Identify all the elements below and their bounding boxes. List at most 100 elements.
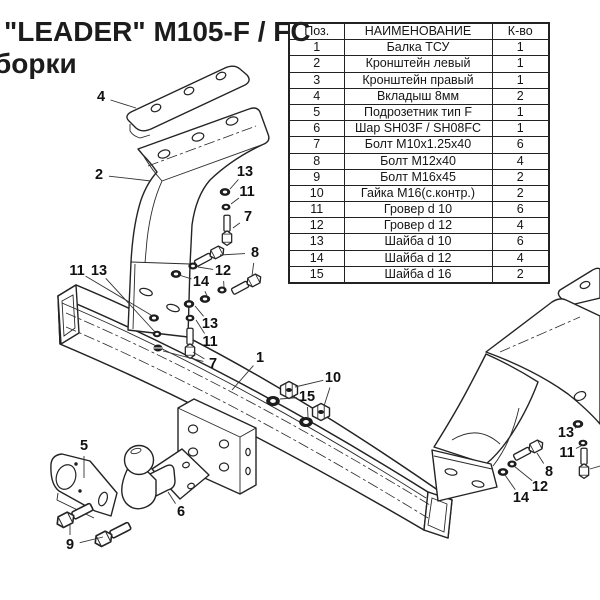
table-cell: Болт М16х45 xyxy=(343,168,493,186)
table-cell: 2 xyxy=(491,87,550,105)
callout-leader xyxy=(307,406,309,418)
table-cell: 6 xyxy=(491,201,550,219)
callout-label: 4 xyxy=(97,89,105,105)
callout-label: 13 xyxy=(202,316,218,332)
fasteners xyxy=(53,188,600,550)
callout-label: 11 xyxy=(202,334,217,350)
table-cell: 8 xyxy=(288,152,345,170)
callout-label: 1 xyxy=(256,350,264,366)
callout-label: 14 xyxy=(513,490,529,506)
callout-leader xyxy=(194,305,204,317)
doc-title-line2: борки xyxy=(0,48,77,80)
table-cell: Вкладыш 8мм xyxy=(343,87,493,105)
callout-label: 8 xyxy=(251,245,259,261)
table-cell: 13 xyxy=(288,233,345,251)
table-cell: Шайба d 10 xyxy=(343,233,493,251)
callout-label: 11 xyxy=(239,184,254,200)
callout-label: 11 xyxy=(559,445,574,461)
table-cell: Балка ТСУ xyxy=(343,39,493,57)
callout-label: 9 xyxy=(66,537,74,553)
bracket-right xyxy=(431,298,600,502)
table-cell: 2 xyxy=(288,55,345,73)
table-cell: 11 xyxy=(288,201,345,219)
callout-leader xyxy=(110,99,137,109)
callout-leader xyxy=(204,291,208,297)
callout-leader xyxy=(79,536,104,544)
callout-label: 15 xyxy=(299,389,315,405)
callout-leader xyxy=(279,397,298,400)
callout-label: 5 xyxy=(80,438,88,454)
callout-leader xyxy=(229,179,239,190)
col-header-name: НАИМЕНОВАНИЕ xyxy=(343,22,493,41)
callout-label: 13 xyxy=(558,425,574,441)
col-header-qty: К-во xyxy=(491,22,550,41)
callout-label: 12 xyxy=(532,479,548,495)
callout-leader xyxy=(574,426,578,429)
doc-title-line1: "LEADER" M105-F / FC xyxy=(4,16,311,47)
callout-leader xyxy=(231,365,254,391)
table-cell: 15 xyxy=(288,265,345,284)
callout-label: 13 xyxy=(91,263,107,279)
callout-label: 11 xyxy=(69,263,84,279)
table-cell: Кронштейн левый xyxy=(343,55,493,73)
table-cell: 4 xyxy=(288,87,345,105)
callout-leader xyxy=(504,474,516,491)
table-header-row: Поз. НАИМЕНОВАНИЕ К-во xyxy=(288,22,550,41)
callout-leader xyxy=(162,350,204,362)
table-cell: 3 xyxy=(288,71,345,89)
table-cell: 9 xyxy=(288,168,345,186)
table-cell: Шайба d 16 xyxy=(343,265,493,284)
callout-leader xyxy=(575,445,582,449)
callout-leader xyxy=(230,197,240,205)
shim-plate-left xyxy=(126,65,250,139)
socket-plate xyxy=(50,453,118,519)
col-header-pos: Поз. xyxy=(288,22,345,41)
table-cell: 1 xyxy=(491,103,550,122)
table-cell: Кронштейн правый xyxy=(343,71,493,89)
callout-label: 12 xyxy=(215,263,231,279)
callout-leader xyxy=(294,379,324,388)
callout-label: 14 xyxy=(193,274,209,290)
callout-leader xyxy=(323,387,331,407)
doc-title: "LEADER" M105-F / FC борки xyxy=(0,16,311,80)
callout-label: 13 xyxy=(237,164,253,180)
callout-leader xyxy=(513,465,533,482)
table-cell: 2 xyxy=(491,265,550,284)
table-cell: Болт М12х40 xyxy=(343,152,493,170)
beam-part xyxy=(57,284,453,539)
callout-leader xyxy=(219,253,246,256)
table-cell: 1 xyxy=(288,39,345,57)
callout-label: 7 xyxy=(209,356,217,372)
table-cell: 5 xyxy=(288,103,345,122)
table-cell: 6 xyxy=(288,120,345,138)
table-cell: 1 xyxy=(491,55,550,73)
callout-label: 6 xyxy=(177,504,185,520)
callout-leader xyxy=(105,278,156,333)
table-cell: 1 xyxy=(491,120,550,138)
bracket-left xyxy=(127,107,270,338)
table-cell: 14 xyxy=(288,249,345,267)
callout-leader xyxy=(167,491,176,504)
callout-leader xyxy=(195,319,206,334)
callout-label: 2 xyxy=(95,167,103,183)
table-cell: 7 xyxy=(288,136,345,154)
table-cell: Гайка М16(с.контр.) xyxy=(343,184,493,203)
